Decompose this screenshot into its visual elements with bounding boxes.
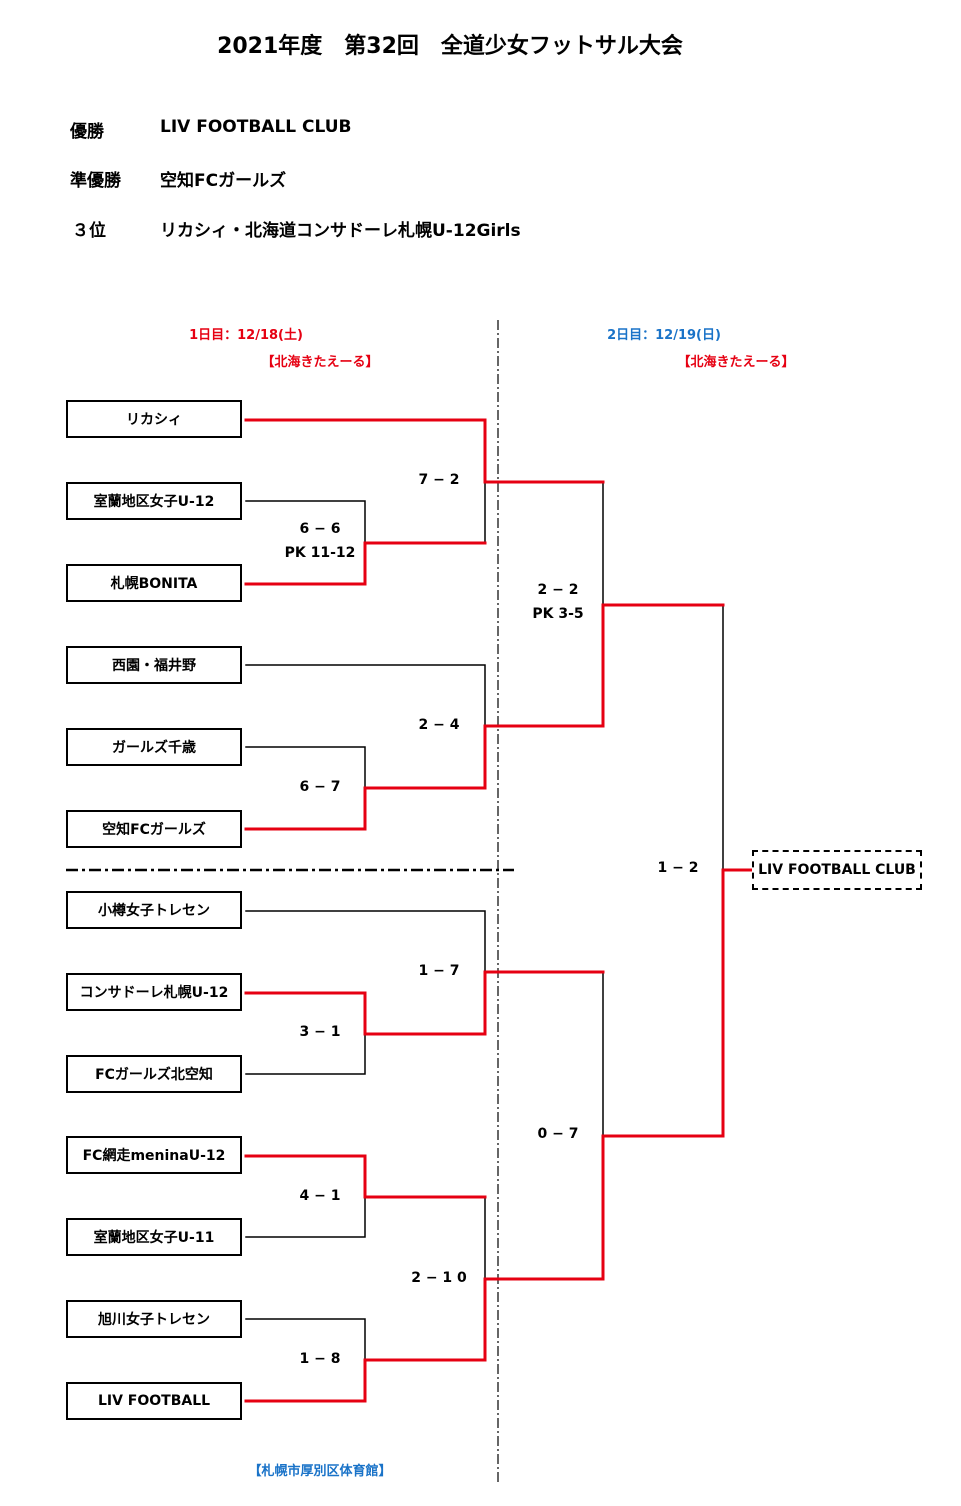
champion-box: LIV FOOTBALL CLUB bbox=[752, 850, 922, 890]
team-box: リカシィ bbox=[66, 400, 242, 438]
bottom-venue: 【札幌市厚別区体育館】 bbox=[248, 1464, 392, 1479]
team-box: LIV FOOTBALL bbox=[66, 1382, 242, 1420]
score-line: 6 − 6 bbox=[299, 521, 341, 537]
team-box: コンサドーレ札幌U-12 bbox=[66, 973, 242, 1011]
team-box: 室蘭地区女子U-12 bbox=[66, 482, 242, 520]
score-r1-b: 6 − 7 bbox=[299, 779, 341, 795]
day2-venue: 【北海きたえーる】 bbox=[677, 355, 795, 370]
third-place-label: ３位 bbox=[72, 221, 106, 241]
day1-date: 1日目：12/18(土) bbox=[189, 328, 303, 343]
page-title: 2021年度 第32回 全道少女フットサル大会 bbox=[217, 34, 683, 59]
team-box: ガールズ千歳 bbox=[66, 728, 242, 766]
team-box: 空知FCガールズ bbox=[66, 810, 242, 848]
score-r2-a: 7 − 2 bbox=[418, 472, 460, 488]
winning-paths bbox=[244, 418, 754, 1403]
score-r1-a: 6 − 6 PK 11-12 bbox=[275, 517, 365, 565]
pk-line: PK 3-5 bbox=[532, 606, 584, 622]
team-box: 西園・福井野 bbox=[66, 646, 242, 684]
score-r2-d: 2 − 1 0 bbox=[411, 1270, 467, 1286]
third-place-value: リカシィ・北海道コンサドーレ札幌U-12Girls bbox=[160, 221, 521, 241]
team-box: 旭川女子トレセン bbox=[66, 1300, 242, 1338]
team-box: 札幌BONITA bbox=[66, 564, 242, 602]
day2-date: 2日目：12/19(日) bbox=[607, 328, 721, 343]
team-box: 室蘭地区女子U-11 bbox=[66, 1218, 242, 1256]
team-box: FCガールズ北空知 bbox=[66, 1055, 242, 1093]
pk-line: PK 11-12 bbox=[284, 545, 356, 561]
score-r1-c: 3 − 1 bbox=[299, 1024, 341, 1040]
winner-value: LIV FOOTBALL CLUB bbox=[160, 117, 352, 137]
team-box: FC網走meninaU-12 bbox=[66, 1136, 242, 1174]
score-r1-d: 4 − 1 bbox=[299, 1188, 341, 1204]
score-r2-b: 2 − 4 bbox=[418, 717, 460, 733]
runner-up-value: 空知FCガールズ bbox=[160, 171, 287, 191]
winner-label: 優勝 bbox=[70, 122, 104, 142]
day1-venue: 【北海きたえーる】 bbox=[261, 355, 379, 370]
score-sf-a: 2 − 2 PK 3-5 bbox=[513, 578, 603, 626]
score-sf-b: 0 − 7 bbox=[537, 1126, 579, 1142]
team-box: 小樽女子トレセン bbox=[66, 891, 242, 929]
runner-up-label: 準優勝 bbox=[70, 171, 121, 191]
score-r1-e: 1 − 8 bbox=[299, 1351, 341, 1367]
score-r2-c: 1 − 7 bbox=[418, 963, 460, 979]
score-line: 2 − 2 bbox=[537, 582, 579, 598]
score-final: 1 − 2 bbox=[657, 860, 699, 876]
